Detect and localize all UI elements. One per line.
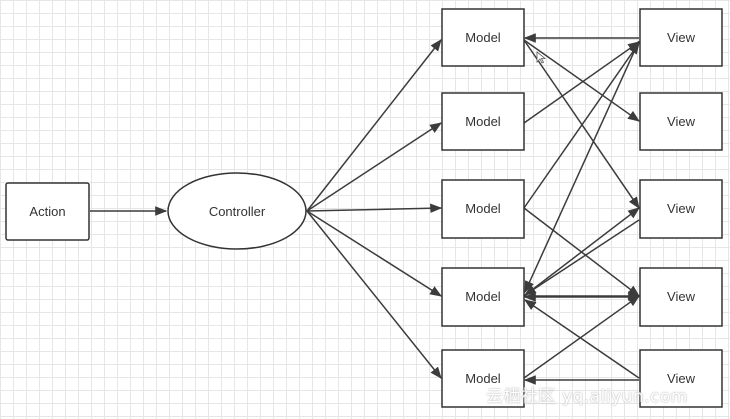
action-label: Action: [29, 204, 65, 219]
action-node[interactable]: Action: [5, 182, 90, 241]
edges: [90, 33, 641, 385]
view-node-5[interactable]: View: [639, 349, 723, 408]
model-label: Model: [465, 114, 501, 129]
edge-controller-model-2: [306, 122, 443, 212]
edge-view3-model4: [523, 219, 640, 296]
model-node-5[interactable]: Model: [441, 349, 525, 408]
model-label: Model: [465, 289, 501, 304]
edge-model5-view4: [523, 295, 640, 379]
model-node-2[interactable]: Model: [441, 92, 525, 151]
view-label: View: [667, 201, 696, 216]
model-node-3[interactable]: Model: [441, 179, 525, 239]
model-label: Model: [465, 30, 501, 45]
controller-node[interactable]: Controller: [167, 172, 307, 250]
edge-controller-model-4: [306, 210, 443, 297]
model-label: Model: [465, 201, 501, 216]
edge-model4-view3: [523, 207, 640, 297]
view-node-4[interactable]: View: [639, 267, 723, 327]
view-node-1[interactable]: View: [639, 8, 723, 67]
edge-controller-model-3: [306, 203, 443, 214]
watermark-text: 云栖社区 yq.aliyun.com: [486, 387, 688, 407]
edge-model1-view2: [523, 39, 640, 122]
edge-model1-view3: [523, 39, 640, 209]
mouse-cursor-icon: [536, 51, 547, 64]
view-label: View: [667, 371, 696, 386]
model-node-4[interactable]: Model: [441, 267, 525, 327]
view-label: View: [667, 114, 696, 129]
view-label: View: [667, 30, 696, 45]
view-node-2[interactable]: View: [639, 92, 723, 151]
edge-view1-model4: [524, 40, 640, 294]
model-node-1[interactable]: Model: [441, 8, 525, 67]
edge-controller-model-5: [306, 210, 442, 379]
view-node-3[interactable]: View: [639, 179, 723, 239]
edge-model2-view1: [523, 41, 640, 124]
edge-model3-view1: [523, 42, 640, 209]
view-label: View: [667, 289, 696, 304]
edge-view5-model4: [524, 299, 640, 379]
controller-label: Controller: [209, 204, 266, 219]
model-label: Model: [465, 371, 501, 386]
edge-controller-model-1: [306, 39, 442, 212]
